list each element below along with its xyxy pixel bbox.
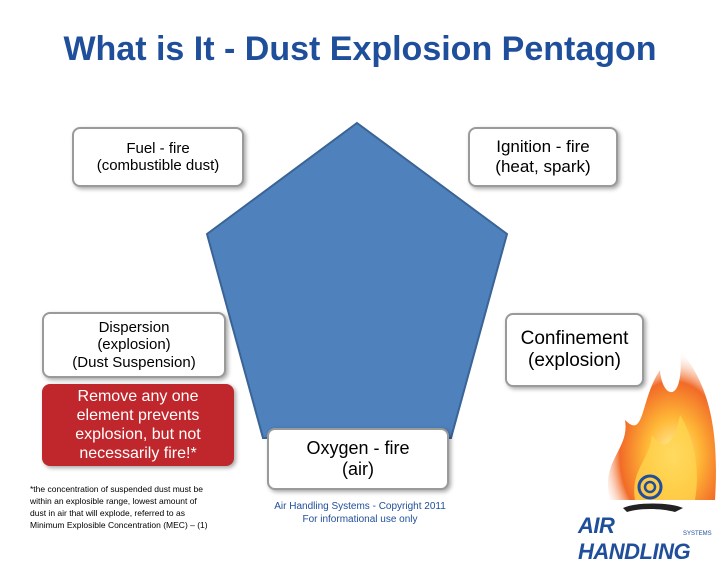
footnote-line: within an explosible range, lowest amoun…	[30, 496, 197, 506]
confinement-node-line: Confinement	[520, 328, 629, 350]
page-title: What is It - Dust Explosion Pentagon	[63, 30, 657, 68]
fuel-node-line: Fuel - fire	[126, 139, 190, 157]
fuel-node-line: (combustible dust)	[96, 157, 220, 174]
warning-line: necessarily fire!*	[79, 445, 197, 463]
footnote-line: dust in air that will explode, referred …	[30, 508, 185, 518]
company-logo-sub: SYSTEMS	[683, 531, 712, 537]
footnote: *the concentration of suspended dust mus…	[30, 483, 245, 531]
dispersion-node-line: (Dust Suspension)	[72, 353, 196, 371]
dispersion-node: Dispersion (explosion) (Dust Suspension)	[42, 312, 226, 378]
warning-line: element prevents	[76, 406, 200, 424]
fuel-node: Fuel - fire (combustible dust)	[72, 127, 244, 187]
dispersion-node-line: Dispersion	[98, 319, 170, 337]
ignition-node: Ignition - fire (heat, spark)	[468, 127, 618, 187]
footnote-line: Minimum Explosible Concentration (MEC) –…	[30, 520, 208, 530]
copyright-line: Air Handling Systems - Copyright 2011	[274, 501, 446, 512]
warning-line: explosion, but not	[75, 426, 201, 443]
oxygen-node: Oxygen - fire (air)	[267, 428, 449, 490]
confinement-node-line: (explosion)	[528, 350, 621, 371]
oxygen-node-line: Oxygen - fire	[306, 438, 410, 459]
swirl-hand-icon	[623, 474, 683, 512]
copyright-notice: Air Handling Systems - Copyright 2011 Fo…	[255, 500, 465, 526]
oxygen-node-line: (air)	[342, 459, 374, 479]
ignition-node-line: (heat, spark)	[495, 157, 591, 176]
ignition-node-line: Ignition - fire	[496, 137, 590, 157]
copyright-line: For informational use only	[302, 514, 418, 525]
warning-box: Remove any one element prevents explosio…	[42, 384, 234, 466]
footnote-line: *the concentration of suspended dust mus…	[30, 484, 203, 494]
dispersion-node-line: (explosion)	[97, 336, 171, 354]
warning-line: Remove any one	[77, 387, 199, 405]
flame-image-icon	[607, 350, 716, 500]
company-logo: AIR HANDLING	[578, 513, 691, 564]
confinement-node: Confinement (explosion)	[505, 313, 644, 387]
